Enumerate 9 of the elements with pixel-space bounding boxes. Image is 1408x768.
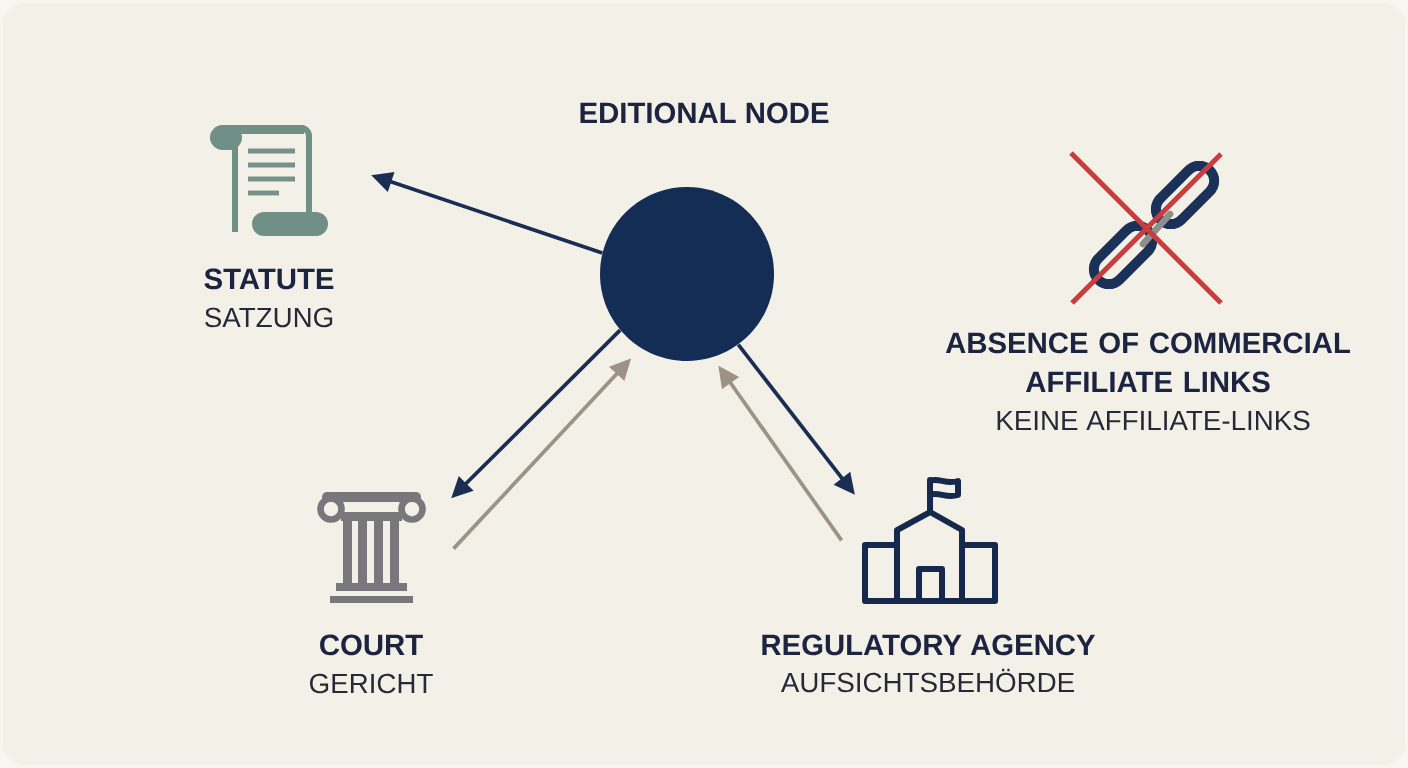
node-title: STATUTE <box>204 268 334 290</box>
node-title: REGULATORY AGENCY <box>762 634 1096 656</box>
node-subtitle: AUFSICHTSBEHÖRDE <box>780 668 1074 693</box>
node-title: ABSENCE OF COMMERCIAL AFFILIATE LINKS <box>945 332 1350 393</box>
node-title: COURT <box>320 634 423 656</box>
node-subtitle: SATZUNG <box>205 307 333 328</box>
node-title: EDITIONAL NODE <box>580 102 829 124</box>
node-subtitle: GERICHT <box>310 673 433 694</box>
node-subtitle: KEINE AFFILIATE-LINKS <box>997 410 1310 431</box>
